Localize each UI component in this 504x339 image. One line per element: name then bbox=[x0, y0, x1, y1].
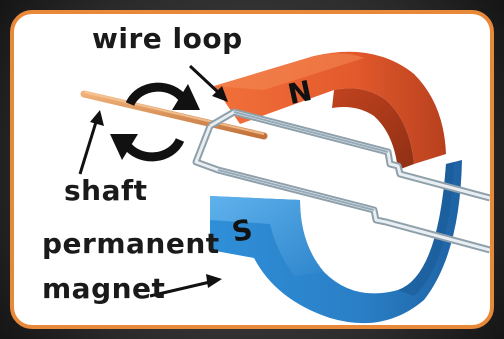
magnet-label: magnet bbox=[42, 272, 166, 305]
south-magnet bbox=[210, 160, 462, 324]
permanent-label: permanent bbox=[42, 227, 220, 260]
diagram-card: N S wire loop shaf bbox=[10, 10, 494, 329]
wire-loop bbox=[192, 108, 490, 254]
pointer-arrow bbox=[78, 110, 104, 175]
motor-illustration: N S bbox=[78, 51, 490, 324]
shaft-label: shaft bbox=[64, 174, 148, 207]
pointer-arrow bbox=[188, 64, 228, 102]
north-magnet bbox=[214, 51, 446, 170]
rotation-arrows-icon bbox=[110, 82, 200, 162]
wire-loop-label: wire loop bbox=[92, 22, 243, 55]
pointer-arrow bbox=[149, 274, 222, 298]
shaft-rod bbox=[80, 90, 268, 140]
